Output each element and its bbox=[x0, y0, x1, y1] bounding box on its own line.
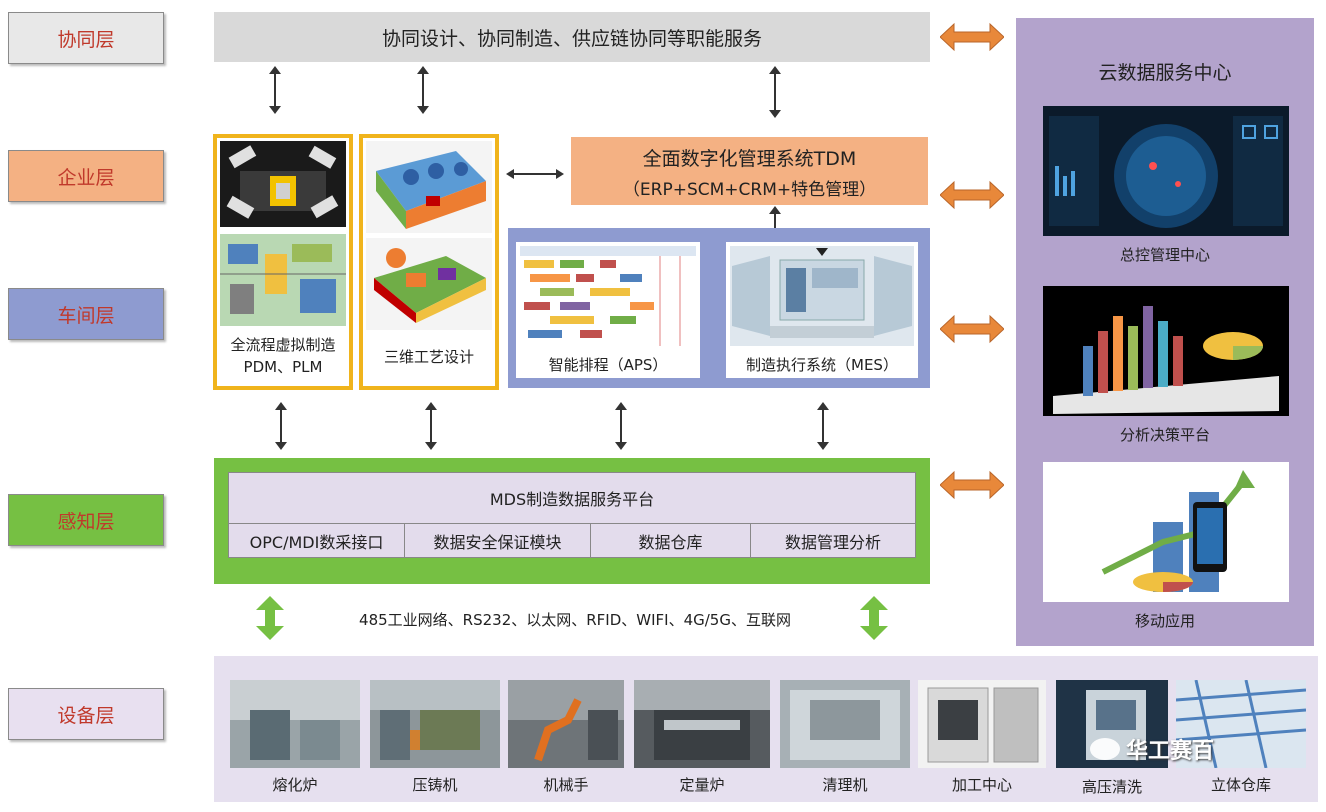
device-caption: 机械手 bbox=[543, 776, 589, 794]
watermark-text: 华工赛百 bbox=[1126, 739, 1215, 764]
process-design-caption: 三维工艺设计 bbox=[383, 347, 474, 366]
mes-card: 制造执行系统（MES） bbox=[726, 242, 918, 378]
cloud-item-caption: 分析决策平台 bbox=[1119, 425, 1210, 444]
orange-double-arrow-icon bbox=[939, 470, 1005, 500]
mds-module: 数据管理分析 bbox=[751, 523, 915, 557]
workshop-systems-panel: 智能排程（APS） 制造执行系统（MES） bbox=[508, 228, 930, 388]
analysis-platform-image bbox=[1043, 286, 1289, 416]
mds-module: OPC/MDI数采接口 bbox=[229, 523, 405, 557]
double-arrow-icon bbox=[268, 66, 282, 114]
watermark: 华工赛百 bbox=[1090, 732, 1290, 766]
device-caption: 定量炉 bbox=[679, 776, 725, 794]
mes-caption: 制造执行系统（MES） bbox=[746, 355, 898, 374]
double-arrow-icon bbox=[768, 66, 782, 118]
aps-caption: 智能排程（APS） bbox=[548, 355, 668, 374]
layer-label-collab: 协同层 bbox=[8, 12, 164, 64]
collab-services-bar: 协同设计、协同制造、供应链协同等职能服务 bbox=[214, 12, 930, 62]
casting-part-image bbox=[366, 238, 492, 330]
pdm-plm-panel: 全流程虚拟制造PDM、PLM bbox=[213, 134, 353, 390]
cloud-title: 云数据服务中心 bbox=[1098, 61, 1232, 84]
mds-platform-box: MDS制造数据服务平台 OPC/MDI数采接口 数据安全保证模块 数据仓库 数据… bbox=[228, 472, 916, 558]
cloud-item-caption: 移动应用 bbox=[1134, 611, 1195, 630]
mds-module: 数据安全保证模块 bbox=[405, 523, 591, 557]
device-image-die-casting bbox=[370, 680, 500, 768]
layer-label-device: 设备层 bbox=[8, 688, 164, 740]
engine-block-image bbox=[366, 141, 492, 233]
device-image-cleaning-machine bbox=[780, 680, 910, 768]
control-center-image bbox=[1043, 106, 1289, 236]
mds-platform-panel: MDS制造数据服务平台 OPC/MDI数采接口 数据安全保证模块 数据仓库 数据… bbox=[214, 458, 930, 584]
mes-screens-image bbox=[730, 246, 914, 346]
device-caption: 清理机 bbox=[822, 776, 868, 794]
gantt-chart-image bbox=[520, 246, 696, 346]
double-arrow-icon bbox=[416, 66, 430, 114]
double-arrow-icon bbox=[424, 402, 438, 450]
process-design-panel: 三维工艺设计 bbox=[359, 134, 499, 390]
network-protocols-text: 485工业网络、RS232、以太网、RFID、WIFI、4G/5G、互联网 bbox=[359, 610, 791, 629]
device-image-robot-arm bbox=[508, 680, 624, 768]
device-caption: 压铸机 bbox=[412, 776, 458, 794]
aps-card: 智能排程（APS） bbox=[516, 242, 700, 378]
mobile-app-image bbox=[1043, 462, 1289, 602]
green-double-arrow-icon bbox=[256, 596, 284, 640]
device-layer-panel: 华工赛百 熔化炉 压铸机 机械手 定量炉 清理机 加工中心 高压清洗 立体仓库 bbox=[214, 656, 1318, 802]
double-arrow-icon bbox=[816, 402, 830, 450]
orange-double-arrow-icon bbox=[939, 22, 1005, 52]
orange-double-arrow-icon bbox=[939, 314, 1005, 344]
cloud-data-center-panel: 云数据服务中心 总控管理中心 分析决策平台 bbox=[1016, 18, 1314, 646]
green-double-arrow-icon bbox=[860, 596, 888, 640]
mds-title: MDS制造数据服务平台 bbox=[489, 490, 655, 509]
double-arrow-icon bbox=[614, 402, 628, 450]
horizontal-double-arrow-icon bbox=[506, 165, 564, 179]
device-image-machining-center bbox=[918, 680, 1046, 768]
pdm-plm-caption: 全流程虚拟制造PDM、PLM bbox=[230, 336, 336, 376]
device-caption: 加工中心 bbox=[951, 776, 1012, 794]
layer-label-perception: 感知层 bbox=[8, 494, 164, 546]
layer-label-workshop: 车间层 bbox=[8, 288, 164, 340]
device-caption: 熔化炉 bbox=[272, 776, 318, 794]
tdm-system-box: 全面数字化管理系统TDM （ERP+SCM+CRM+特色管理） bbox=[571, 137, 928, 205]
device-caption: 高压清洗 bbox=[1081, 778, 1142, 796]
wechat-icon bbox=[1090, 738, 1120, 760]
tdm-title: 全面数字化管理系统TDM bbox=[642, 147, 857, 170]
cloud-item-caption: 总控管理中心 bbox=[1119, 245, 1210, 264]
virtual-manufacturing-image bbox=[220, 141, 346, 227]
device-image-automated-warehouse bbox=[1176, 680, 1306, 768]
orange-double-arrow-icon bbox=[939, 180, 1005, 210]
factory-layout-image bbox=[220, 234, 346, 326]
layer-label-enterprise: 企业层 bbox=[8, 150, 164, 202]
device-image-melting-furnace bbox=[230, 680, 360, 768]
tdm-subtitle: （ERP+SCM+CRM+特色管理） bbox=[622, 179, 877, 200]
double-arrow-icon bbox=[274, 402, 288, 450]
device-caption: 立体仓库 bbox=[1210, 776, 1271, 794]
device-image-holding-furnace bbox=[634, 680, 770, 768]
mds-module: 数据仓库 bbox=[591, 523, 751, 557]
